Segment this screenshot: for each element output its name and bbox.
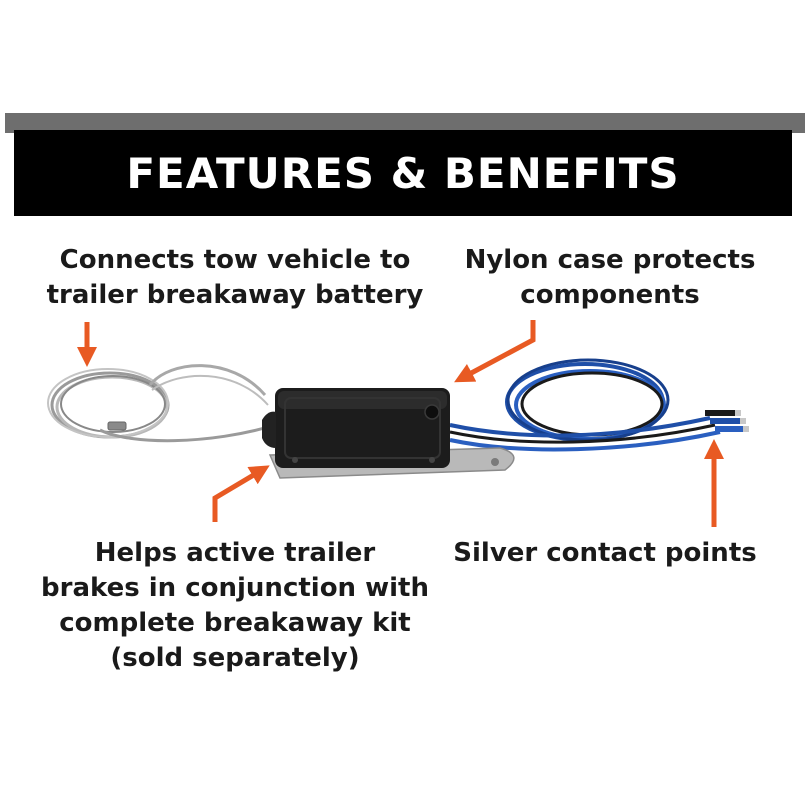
page-title: FEATURES & BENEFITS (126, 148, 680, 198)
callout-line: Silver contact points (453, 538, 757, 568)
callout-line: (sold separately) (110, 643, 360, 673)
callout-connects-tow-vehicle: Connects tow vehicle to trailer breakawa… (30, 243, 440, 313)
callout-line: components (520, 280, 700, 310)
callout-line: Connects tow vehicle to (59, 245, 411, 275)
callout-silver-contact-points: Silver contact points (445, 536, 765, 571)
callout-helps-activate-brakes: Helps active trailer brakes in conjuncti… (20, 536, 450, 676)
callout-arrows (77, 320, 724, 527)
callout-line: brakes in conjunction with (41, 573, 429, 603)
callout-nylon-case: Nylon case protects components (450, 243, 770, 313)
callout-line: Nylon case protects (464, 245, 756, 275)
arrow-diagonal-icon (212, 465, 270, 522)
title-banner: FEATURES & BENEFITS (14, 130, 792, 216)
callout-line: Helps active trailer (94, 538, 376, 568)
steel-cable-coil (47, 364, 276, 443)
blue-wire-coil (449, 358, 721, 452)
arrow-diagonal-icon (454, 320, 536, 383)
top-gray-bar (5, 113, 805, 133)
silver-contact-points (705, 410, 749, 432)
callout-line: complete breakaway kit (59, 608, 411, 638)
breakaway-switch-body (262, 388, 450, 468)
callout-line: trailer breakaway battery (46, 280, 424, 310)
